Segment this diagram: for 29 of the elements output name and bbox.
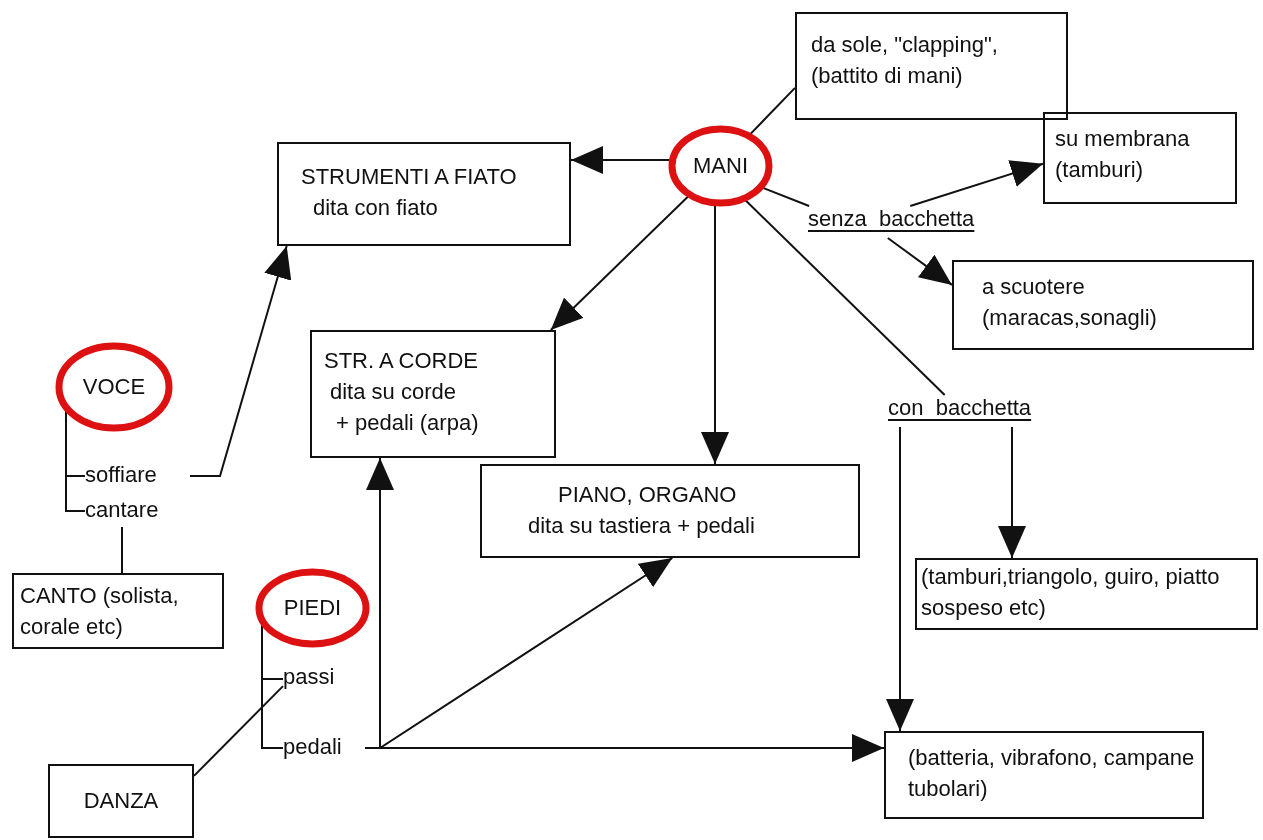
- branch-label: pedali: [283, 734, 365, 764]
- connector-line: [193, 685, 284, 777]
- branch-label: senza bacchetta: [808, 206, 1015, 238]
- arrow: [909, 160, 1044, 207]
- branch-label: cantare: [85, 497, 190, 527]
- text-box: (tamburi,triangolo, guiro, piatto sospeso etc): [915, 558, 1258, 630]
- text-box: (batteria, vibrafono, campane tubolari): [884, 731, 1204, 819]
- node-label: PIEDI: [283, 595, 342, 621]
- text-box: PIANO, ORGANO dita su tastiera + pedali: [480, 464, 860, 558]
- connector-line: [747, 86, 796, 137]
- arrow: [886, 237, 953, 286]
- connector-line: [121, 526, 123, 574]
- text-box: STRUMENTI A FIATO dita con fiato: [277, 142, 571, 246]
- arrow: [189, 245, 292, 477]
- text-box: su membrana (tamburi): [1043, 112, 1237, 204]
- node-label: VOCE: [82, 374, 146, 400]
- branch-label: passi: [283, 664, 348, 694]
- text-box: CANTO (solista, corale etc): [12, 573, 224, 649]
- node-label: MANI: [693, 153, 748, 179]
- arrow: [364, 457, 394, 749]
- text-box: DANZA: [48, 764, 194, 838]
- branch-label: soffiare: [85, 462, 190, 492]
- arrow: [364, 734, 885, 762]
- text-box: da sole, "clapping", (battito di mani): [795, 12, 1068, 120]
- arrow: [886, 426, 914, 732]
- text-box: a scuotere (maracas,sonagli): [952, 260, 1254, 350]
- text-box: STR. A CORDE dita su corde + pedali (arpa): [310, 330, 556, 458]
- arrow: [998, 426, 1026, 559]
- branch-label: con bacchetta: [888, 395, 1068, 427]
